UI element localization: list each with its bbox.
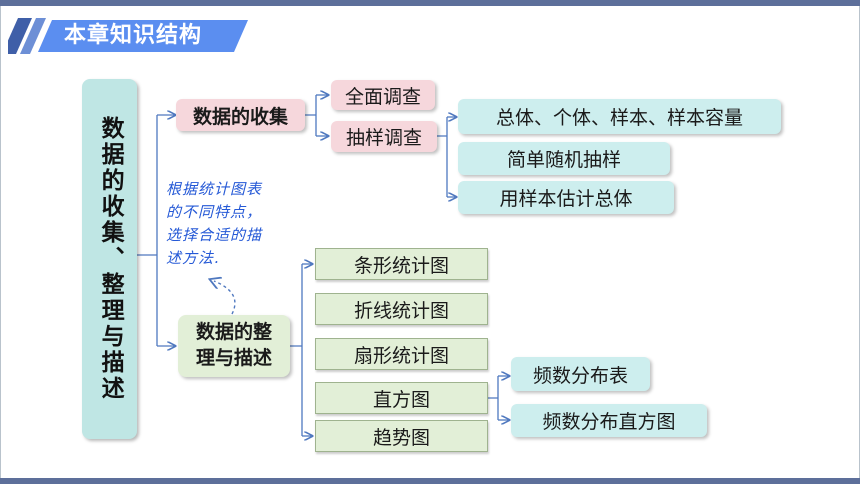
bar-chart-node: 条形统计图 [315,248,488,280]
frequency-table-node: 频数分布表 [511,357,650,391]
pie-chart-label: 扇形统计图 [353,344,449,367]
sampling-concepts-node: 总体、个体、样本、样本容量 [458,99,781,134]
estimate-population-node: 用样本估计总体 [458,181,674,214]
top-edge-bar [0,0,860,6]
note-line: 的不同特点， [166,203,263,221]
organize-label-line2: 理与描述 [195,347,272,369]
sampling-label: 抽样调查 [345,127,422,149]
simple-random-sampling-node: 简单随机抽样 [458,142,670,175]
simple-random-sampling-label: 简单随机抽样 [506,149,621,171]
sampling-node: 抽样调查 [331,121,437,152]
estimate-population-label: 用样本估计总体 [499,188,633,210]
frequency-table-label: 频数分布表 [532,364,628,387]
trend-chart-label: 趋势图 [372,426,430,449]
note-line: 选择合适的描 [166,226,263,244]
trend-chart-node: 趋势图 [315,420,488,452]
line-chart-node: 折线统计图 [315,293,488,325]
banner-shape [8,18,248,54]
section-banner: 本章知识结构 [8,16,248,56]
frequency-histogram-node: 频数分布直方图 [511,404,707,437]
census-node: 全面调查 [331,80,435,110]
organize-node: 数据的整 理与描述 [178,315,290,377]
method-note: 根据统计图表 的不同特点， 选择合适的描 述方法. [166,178,306,270]
collect-label: 数据的收集 [192,105,288,128]
bottom-edge-bar [0,478,860,484]
section-title: 本章知识结构 [64,23,203,48]
histogram-node: 直方图 [315,382,488,414]
note-line: 述方法. [166,249,220,267]
histogram-label: 直方图 [372,388,430,411]
census-label: 全面调查 [344,85,421,108]
root-node: 数据的收集、整理与描述 [82,79,137,439]
pie-chart-node: 扇形统计图 [315,338,488,370]
sampling-concepts-label: 总体、个体、样本、样本容量 [495,107,743,129]
organize-label-line1: 数据的整 [195,321,272,344]
note-line: 根据统计图表 [166,180,263,198]
collect-node: 数据的收集 [176,99,305,131]
root-label: 数据的收集、整理与描述 [97,116,124,402]
bar-chart-label: 条形统计图 [353,254,449,277]
line-chart-label: 折线统计图 [353,299,449,322]
frequency-histogram-label: 频数分布直方图 [542,411,676,433]
